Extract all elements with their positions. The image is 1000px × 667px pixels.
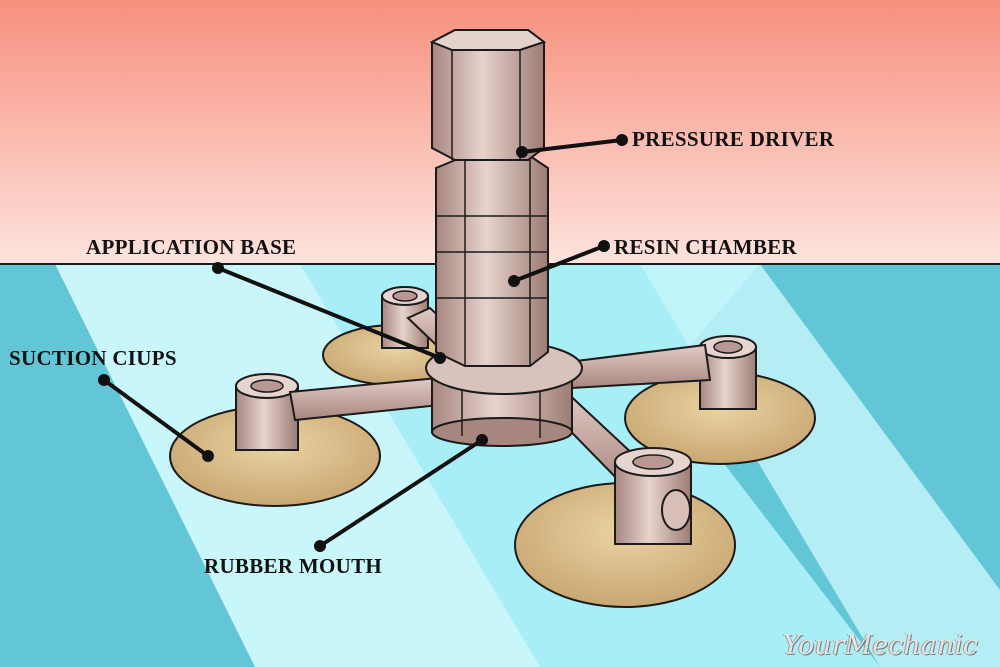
leader-lines bbox=[98, 134, 628, 552]
pressure-driver-block bbox=[429, 29, 547, 161]
suction-cup-front bbox=[514, 447, 736, 608]
leader-pressure-driver bbox=[521, 138, 623, 154]
label-application-base: APPLICATION BASE bbox=[86, 235, 297, 259]
leader-application-base bbox=[217, 266, 441, 360]
leader-resin-chamber bbox=[513, 244, 605, 283]
resin-chamber-column bbox=[435, 155, 549, 367]
yourmechanic-logo: YourMechanic bbox=[782, 630, 978, 661]
label-pressure-driver: PRESSURE DRIVER bbox=[632, 127, 835, 151]
suction-cup-left bbox=[169, 373, 381, 507]
leader-suction-cups bbox=[102, 378, 210, 458]
label-suction-cups: SUCTION CIUPS bbox=[9, 346, 177, 370]
leader-rubber-mouth bbox=[318, 438, 484, 548]
label-resin-chamber: RESIN CHAMBER bbox=[614, 235, 798, 259]
label-rubber-mouth: RUBBER MOUTH bbox=[204, 554, 383, 578]
